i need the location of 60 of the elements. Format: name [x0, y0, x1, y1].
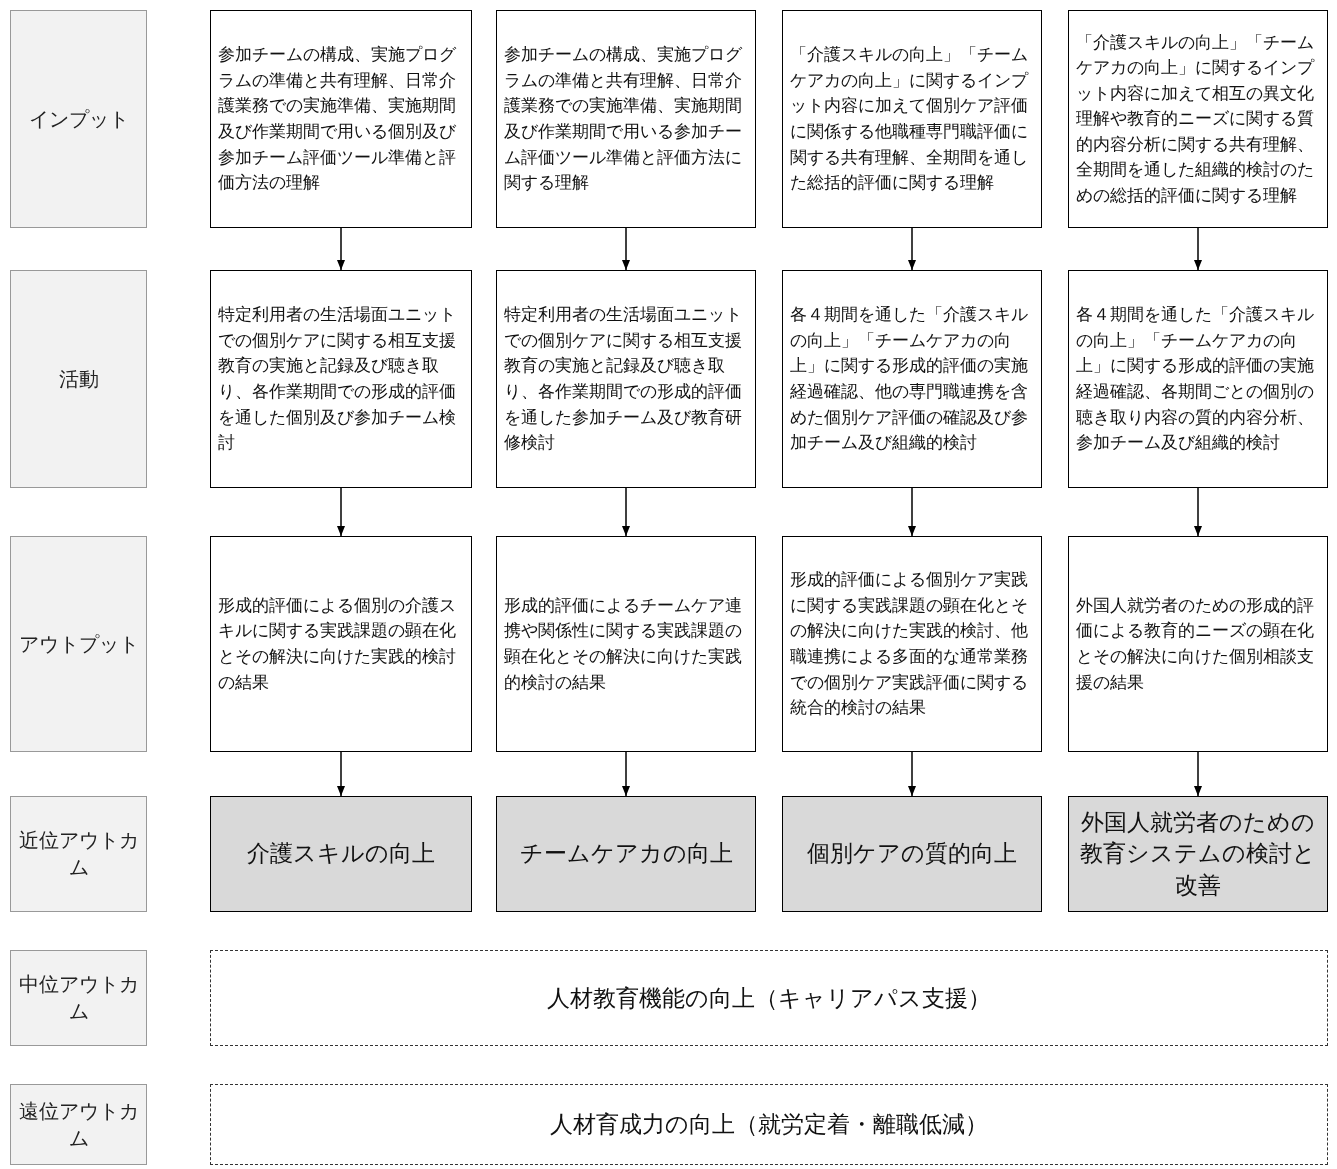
description-text: 「介護スキルの向上」「チームケアカの向上」に関するインプット内容に加えて個別ケア評価に関係する他職種専門職評価に関する共有理解、全期間を通した総括的評価に関する理解 — [790, 44, 1030, 195]
row-label-box — [10, 270, 147, 488]
outcome-text: チームケアカの向上 — [519, 839, 733, 869]
process-box — [1068, 270, 1328, 488]
description-text: 各４期間を通した「介護スキルの向上」「チームケアカの向上」に関する形成的評価の実施経過確認、他の専門職連携を含めた個別ケア評価の確認及び参加チーム及び組織的検討 — [790, 304, 1029, 455]
process-box — [1068, 10, 1328, 228]
description-text: 特定利用者の生活場面ユニットでの個別ケアに関する相互支援教育の実施と記録及び聴き取り、各作業期間での形成的評価を通した参加チーム及び教育研修検討 — [504, 304, 743, 455]
dashed-outcome-box — [210, 950, 1328, 1046]
arrow — [622, 487, 630, 537]
row-label-box — [10, 950, 147, 1046]
process-box — [496, 10, 756, 228]
arrow — [908, 751, 916, 797]
outcome-text: 人材育成力の向上（就労定着・離職低減） — [550, 1110, 988, 1139]
description-text: 特定利用者の生活場面ユニットでの個別ケアに関する相互支援教育の実施と記録及び聴き取り、各作業期間での形成的評価を通した個別及び参加チーム検討 — [218, 304, 457, 455]
process-box — [782, 10, 1042, 228]
arrow — [908, 487, 916, 537]
outcome-box — [1068, 796, 1328, 912]
outcome-text: 人材教育機能の向上（キャリアパス支援） — [547, 983, 991, 1013]
row-label: アウトプット — [18, 630, 139, 658]
process-box — [210, 270, 472, 488]
process-box — [1068, 536, 1328, 752]
row-label: 遠位アウトカム — [17, 1097, 140, 1152]
arrow — [337, 487, 345, 537]
description-text: 「介護スキルの向上」「チームケアカの向上」に関するインプット内容に加えて相互の異文化理解や教育的ニーズに関する質的内容分析に関する共有理解、全期間を通した組織的検討のための総括的評価に関する理解 — [1076, 31, 1316, 207]
outcome-box — [782, 796, 1042, 912]
process-box — [496, 536, 756, 752]
arrow — [337, 227, 345, 271]
arrow — [1194, 487, 1202, 537]
outcome-box — [210, 796, 472, 912]
process-box — [210, 10, 472, 228]
description-text: 参加チームの構成、実施プログラムの準備と共有理解、日常介護業務での実施準備、実施期間及び作業期間で用いる参加チーム評価ツール準備と評価方法に関する理解 — [504, 44, 743, 195]
process-box — [496, 270, 756, 488]
description-text: 各４期間を通した「介護スキルの向上」「チームケアカの向上」に関する形成的評価の実施経過確認、各期間ごとの個別の聴き取り内容の質的内容分析、参加チーム及び組織的検討 — [1076, 304, 1315, 455]
arrow — [908, 227, 916, 271]
arrow — [1194, 227, 1202, 271]
process-box — [782, 536, 1042, 752]
row-label-box — [10, 1084, 147, 1165]
outcome-box — [496, 796, 756, 912]
arrow — [1194, 751, 1202, 797]
process-box — [210, 536, 472, 752]
row-label: 近位アウトカム — [17, 827, 140, 881]
description-text: 形成的評価による個別ケア実践に関する実践課題の顕在化とその解決に向けた実践的検討、他職連携による多面的な通常業務での個別ケア実践評価に関する統合的検討の結果 — [790, 569, 1029, 720]
row-label-box — [10, 796, 147, 912]
description-text: 形成的評価による個別の介護スキルに関する実践課題の顕在化とその解決に向けた実践的検討の結果 — [218, 594, 457, 694]
description-text: 外国人就労者のための形成的評価による教育的ニーズの顕在化とその解決に向けた個別相談支援の結果 — [1076, 594, 1315, 694]
row-label-box — [10, 10, 147, 228]
arrow — [337, 751, 345, 797]
description-text: 形成的評価によるチームケア連携や関係性に関する実践課題の顕在化とその解決に向けた実践的検討の結果 — [504, 594, 743, 694]
outcome-text: 外国人就労者のための教育システムの検討と改善 — [1079, 808, 1317, 900]
process-box — [782, 270, 1042, 488]
outcome-text: 個別ケアの質的向上 — [807, 839, 1017, 869]
row-label: インプット — [28, 105, 129, 133]
description-text: 参加チームの構成、実施プログラムの準備と共有理解、日常介護業務での実施準備、実施期間及び作業期間で用いる個別及び参加チーム評価ツール準備と評価方法の理解 — [218, 44, 457, 195]
outcome-text: 介護スキルの向上 — [247, 839, 435, 869]
arrow — [622, 751, 630, 797]
arrow — [622, 227, 630, 271]
row-label-box — [10, 536, 147, 752]
row-label: 活動 — [58, 365, 99, 393]
row-label: 中位アウトカム — [17, 971, 140, 1025]
dashed-outcome-box — [210, 1084, 1328, 1165]
